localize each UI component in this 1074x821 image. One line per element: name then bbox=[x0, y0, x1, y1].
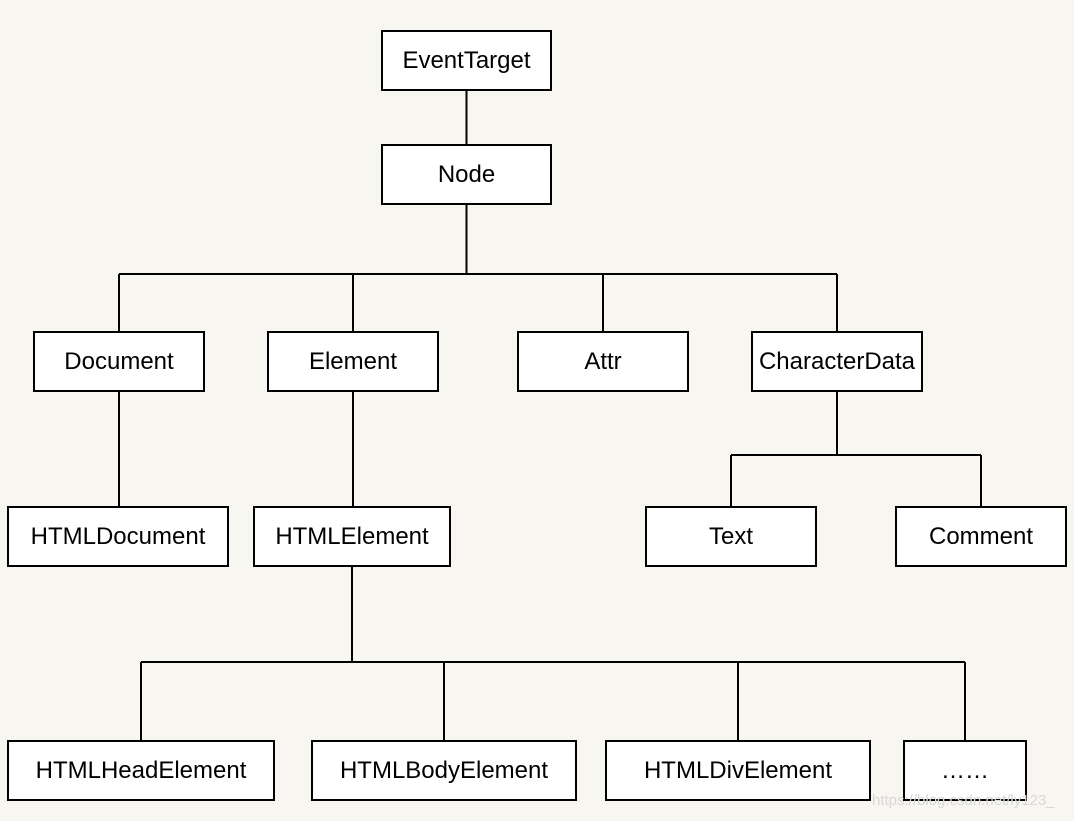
node-document: Document bbox=[33, 331, 205, 392]
node-html-body-element: HTMLBodyElement bbox=[311, 740, 577, 801]
node-html-div-element: HTMLDivElement bbox=[605, 740, 871, 801]
node-text: Text bbox=[645, 506, 817, 567]
node-element: Element bbox=[267, 331, 439, 392]
node-attr: Attr bbox=[517, 331, 689, 392]
node-character-data: CharacterData bbox=[751, 331, 923, 392]
node-html-element: HTMLElement bbox=[253, 506, 451, 567]
node-html-document: HTMLDocument bbox=[7, 506, 229, 567]
node-event-target: EventTarget bbox=[381, 30, 552, 91]
node-html-head-element: HTMLHeadElement bbox=[7, 740, 275, 801]
watermark: https://blog.csdn.net/ly123_ bbox=[872, 792, 1055, 809]
node-more: …… bbox=[903, 740, 1027, 801]
node-comment: Comment bbox=[895, 506, 1067, 567]
node-node: Node bbox=[381, 144, 552, 205]
